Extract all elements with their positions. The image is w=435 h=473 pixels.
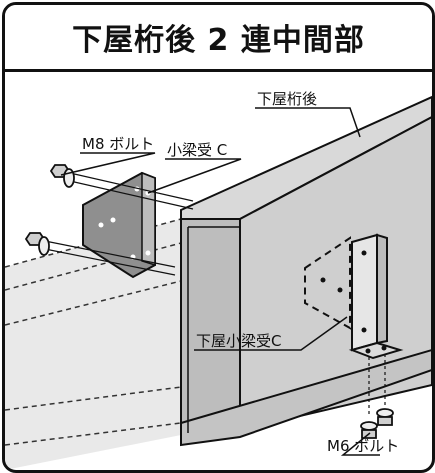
- label-lower-bracket-c: 下屋小梁受C: [196, 332, 281, 350]
- label-m6-bolt: M6 ボルト: [327, 437, 399, 455]
- assembly-diagram: 下屋桁後 M8 ボルト 小梁受 C 下屋小梁受C M6 ボルト: [5, 90, 432, 470]
- m8-bolts: [24, 164, 194, 276]
- lower-bracket-c: [348, 233, 404, 360]
- label-m8-bolt: M8 ボルト: [82, 135, 154, 153]
- label-beam: 下屋桁後: [257, 90, 317, 108]
- hidden-bracket-outline: [304, 236, 351, 330]
- m6-bolts: [360, 354, 394, 439]
- leader-lines: [60, 107, 380, 456]
- title-bar: 下屋桁後 2 連中間部: [5, 5, 432, 72]
- label-bracket-c: 小梁受 C: [167, 141, 227, 159]
- page-title: 下屋桁後 2 連中間部: [72, 23, 365, 58]
